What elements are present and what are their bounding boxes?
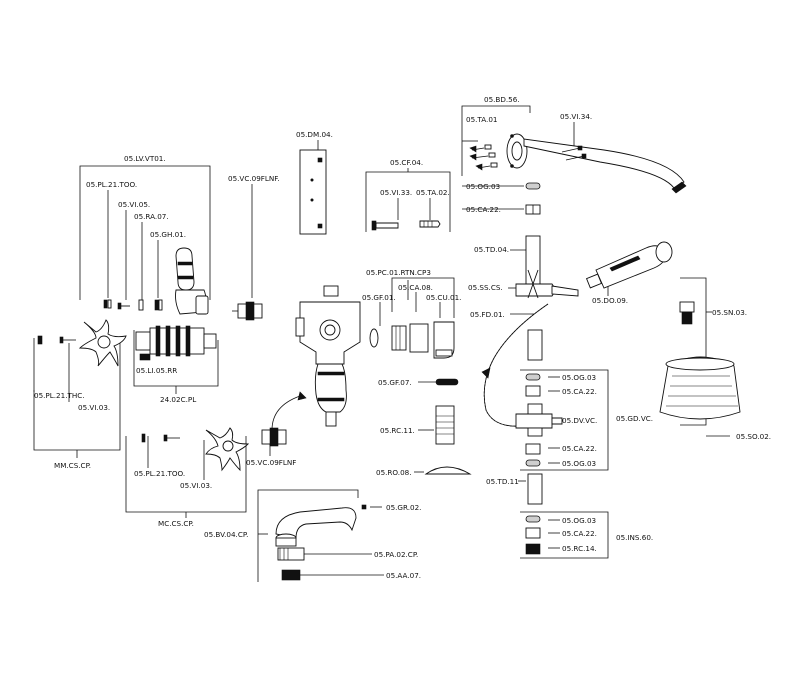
- label-og03-c: 05.OG.03: [562, 516, 596, 525]
- label-fd01: 05.FD.01.: [470, 310, 505, 319]
- arrow-head: [297, 391, 307, 401]
- label-vi33: 05.VI.33.: [380, 188, 412, 197]
- leader-lines: [33, 105, 730, 582]
- part-labels: 05.BD.56. 05.TA.01 05.VI.34. 05.OG.03 05…: [34, 95, 771, 580]
- label-gdvc: 05.GD.VC.: [616, 414, 653, 423]
- hand-shower-icon: [585, 241, 673, 289]
- label-vi03-left: 05.VI.03.: [78, 403, 110, 412]
- o-ring-icon: [525, 182, 541, 190]
- gasket-icon: [435, 378, 459, 386]
- label-mccscp: MC.CS.CP.: [158, 519, 194, 528]
- label-do09: 05.DO.09.: [592, 296, 628, 305]
- label-ro08: 05.RO.08.: [376, 468, 412, 477]
- connection-arrow: [271, 395, 301, 431]
- label-vc09flnf-bot: 05.VC.09FLNF: [246, 458, 296, 467]
- label-sscs: 05.SS.CS.: [468, 283, 503, 292]
- label-gh01: 05.GH.01.: [150, 230, 186, 239]
- label-vi05: 05.VI.05.: [118, 200, 150, 209]
- small-parts-icon: [103, 299, 163, 311]
- label-rc14: 05.RC.14.: [562, 544, 597, 553]
- label-24-02c-pl: 24.02C.PL: [160, 395, 196, 404]
- label-ca22-top: 05.CA.22.: [466, 205, 501, 214]
- cartridge-icon: [135, 325, 217, 361]
- label-ta02: 05.TA.02.: [416, 188, 450, 197]
- label-gf01: 05.GF.01.: [362, 293, 396, 302]
- diverter-stack-icon: [515, 373, 563, 467]
- label-ca08: 05.CA.08.: [398, 283, 433, 292]
- wall-plug-icon: [419, 220, 441, 228]
- label-gf07: 05.GF.07.: [378, 378, 412, 387]
- label-rc11: 05.RC.11.: [380, 426, 415, 435]
- label-pl21thc: 05.PL.21.THC.: [34, 391, 85, 400]
- label-gr02: 05.GR.02.: [386, 503, 421, 512]
- bath-spout-icon: [275, 504, 367, 581]
- valve-connector-icon: [232, 301, 263, 321]
- label-lvvt01: 05.LV.VT01.: [124, 154, 166, 163]
- cross-handle-icon: [141, 427, 250, 472]
- rosette-icon: [424, 466, 472, 475]
- hose-connector-icon: [679, 301, 695, 325]
- rail-section-icon: [527, 329, 543, 361]
- valve-connector-icon: [261, 427, 287, 447]
- label-li05rr: 05.LI.05.RR: [136, 366, 177, 375]
- label-ta01: 05.TA.01: [466, 115, 497, 124]
- label-td04: 05.TD.04.: [474, 245, 509, 254]
- mounting-plate-icon: [299, 149, 327, 235]
- label-dm04: 05.DM.04.: [296, 130, 333, 139]
- fitting-parts-icon: [369, 321, 455, 359]
- label-sn03: 05.SN.03.: [712, 308, 747, 317]
- lever-handle-icon: [175, 247, 209, 315]
- riser-rail-icon: [515, 235, 579, 299]
- label-mmcscp: MM.CS.CP.: [54, 461, 91, 470]
- label-pl21too-top: 05.PL.21.TOO.: [86, 180, 137, 189]
- flexible-hose-icon: [481, 303, 549, 427]
- label-pa02: 05.PA.02.CP.: [374, 550, 418, 559]
- label-og03-b: 05.OG.03: [562, 459, 596, 468]
- insert-stack-icon: [525, 515, 541, 555]
- label-aa07: 05.AA.07.: [386, 571, 421, 580]
- cap-icon: [525, 204, 541, 215]
- screw-icon: [371, 220, 399, 231]
- screw-pair-icon: [561, 145, 587, 161]
- label-ca22-b: 05.CA.22.: [562, 444, 597, 453]
- label-pc01: 05.PC.01.RTN.CP3: [366, 268, 431, 277]
- label-og03-top: 05.OG.03: [466, 182, 500, 191]
- label-cf04: 05.CF.04.: [390, 158, 423, 167]
- cross-handle-icon: [37, 319, 127, 367]
- label-vi03-bot: 05.VI.03.: [180, 481, 212, 490]
- label-ca22-a: 05.CA.22.: [562, 387, 597, 396]
- label-so02: 05.SO.02.: [736, 432, 771, 441]
- shower-rose-icon: [659, 356, 741, 420]
- rail-section-icon: [527, 473, 543, 505]
- label-og03-a: 05.OG.03: [562, 373, 596, 382]
- label-bv04: 05.BV.04.CP.: [204, 530, 248, 539]
- label-vi34: 05.VI.34.: [560, 112, 592, 121]
- label-td11: 05.TD.11: [486, 477, 519, 486]
- screw-set-icon: [469, 144, 498, 171]
- label-ra07: 05.RA.07.: [134, 212, 169, 221]
- label-vc09flnf-top: 05.VC.09FLNF.: [228, 174, 280, 183]
- valve-body-icon: [295, 285, 361, 427]
- label-ins60: 05.INS.60.: [616, 533, 653, 542]
- label-dvvc: 05.DV.VC.: [562, 416, 597, 425]
- label-ca22-c: 05.CA.22.: [562, 529, 597, 538]
- label-bd56: 05.BD.56.: [484, 95, 520, 104]
- threaded-connector-icon: [435, 405, 455, 445]
- label-cu01: 05.CU.01.: [426, 293, 461, 302]
- label-pl21too-bot: 05.PL.21.TOO.: [134, 469, 185, 478]
